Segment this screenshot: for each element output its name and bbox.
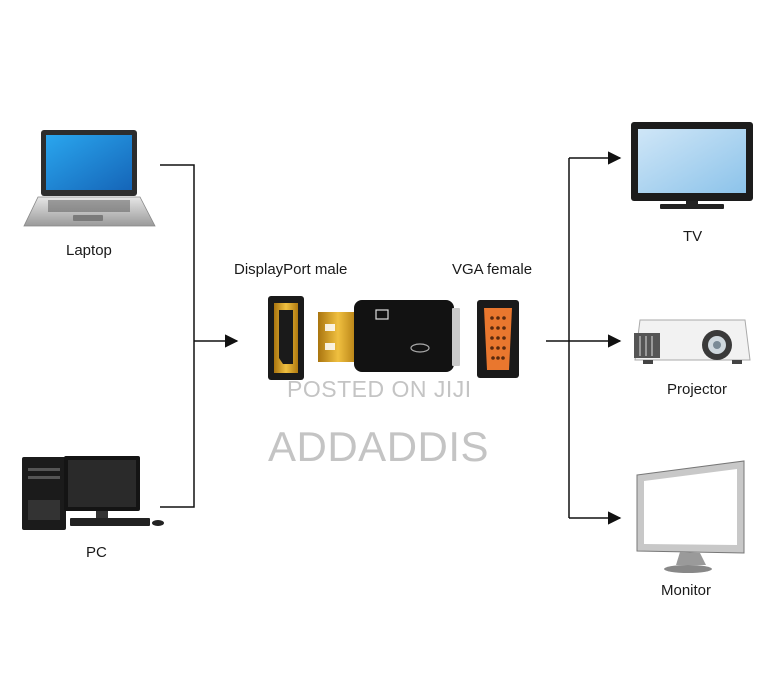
vga-port-icon: [477, 300, 519, 378]
laptop-label: Laptop: [66, 242, 112, 259]
watermark-line-2: ADDADDIS: [268, 423, 490, 470]
laptop-icon: [23, 130, 156, 227]
tv-label: TV: [683, 228, 703, 245]
adapter-icon: [318, 300, 460, 372]
vga-label: VGA female: [452, 261, 533, 278]
displayport-label: DisplayPort male: [234, 261, 348, 278]
input-connector-lines: [160, 164, 239, 508]
pc-label: PC: [86, 544, 107, 561]
tv-icon: [631, 122, 753, 209]
displayport-plug-icon: [268, 296, 304, 380]
projector-icon: [634, 319, 751, 364]
projector-label: Projector: [667, 381, 728, 398]
watermark-line-1: POSTED ON JIJI: [287, 376, 472, 402]
output-connector-lines: [546, 151, 622, 525]
monitor-label: Monitor: [661, 582, 712, 599]
monitor-icon: [636, 460, 745, 573]
pc-icon: [22, 456, 164, 530]
